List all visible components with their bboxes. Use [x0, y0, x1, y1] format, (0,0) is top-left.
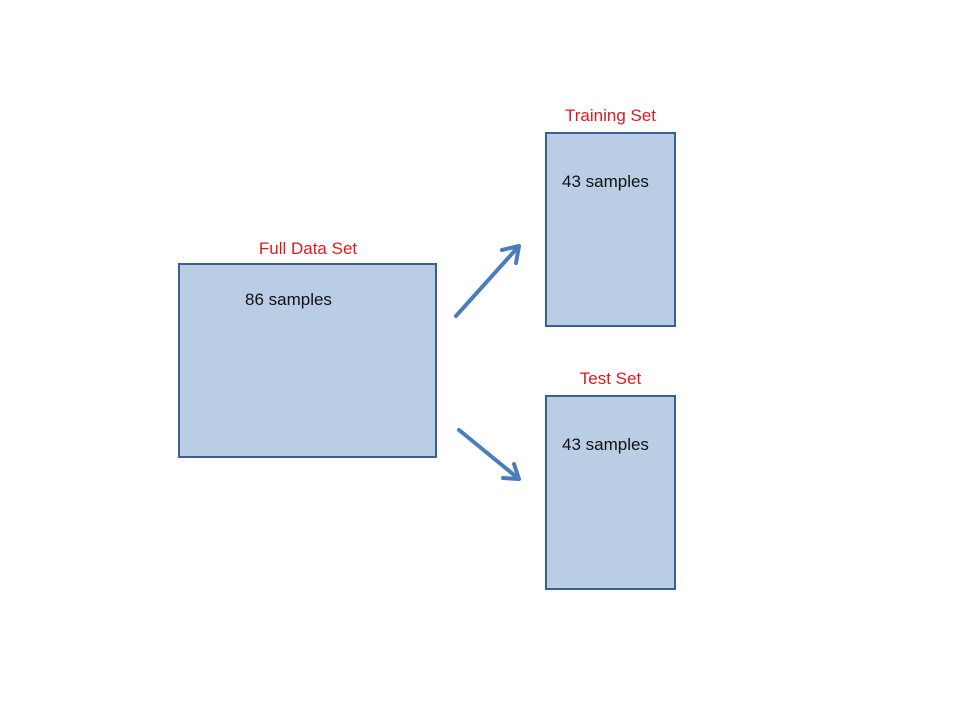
- test-set-box: 43 samples: [545, 395, 676, 590]
- full-data-set-box: 86 samples: [178, 263, 437, 458]
- test-set-count: 43 samples: [562, 435, 649, 454]
- full-data-set-count: 86 samples: [245, 290, 332, 309]
- test-set-title: Test Set: [579, 369, 642, 388]
- full-data-set-title: Full Data Set: [258, 239, 358, 258]
- training-set-box: 43 samples: [545, 132, 676, 327]
- training-set-count: 43 samples: [562, 172, 649, 191]
- training-set-title: Training Set: [564, 106, 657, 125]
